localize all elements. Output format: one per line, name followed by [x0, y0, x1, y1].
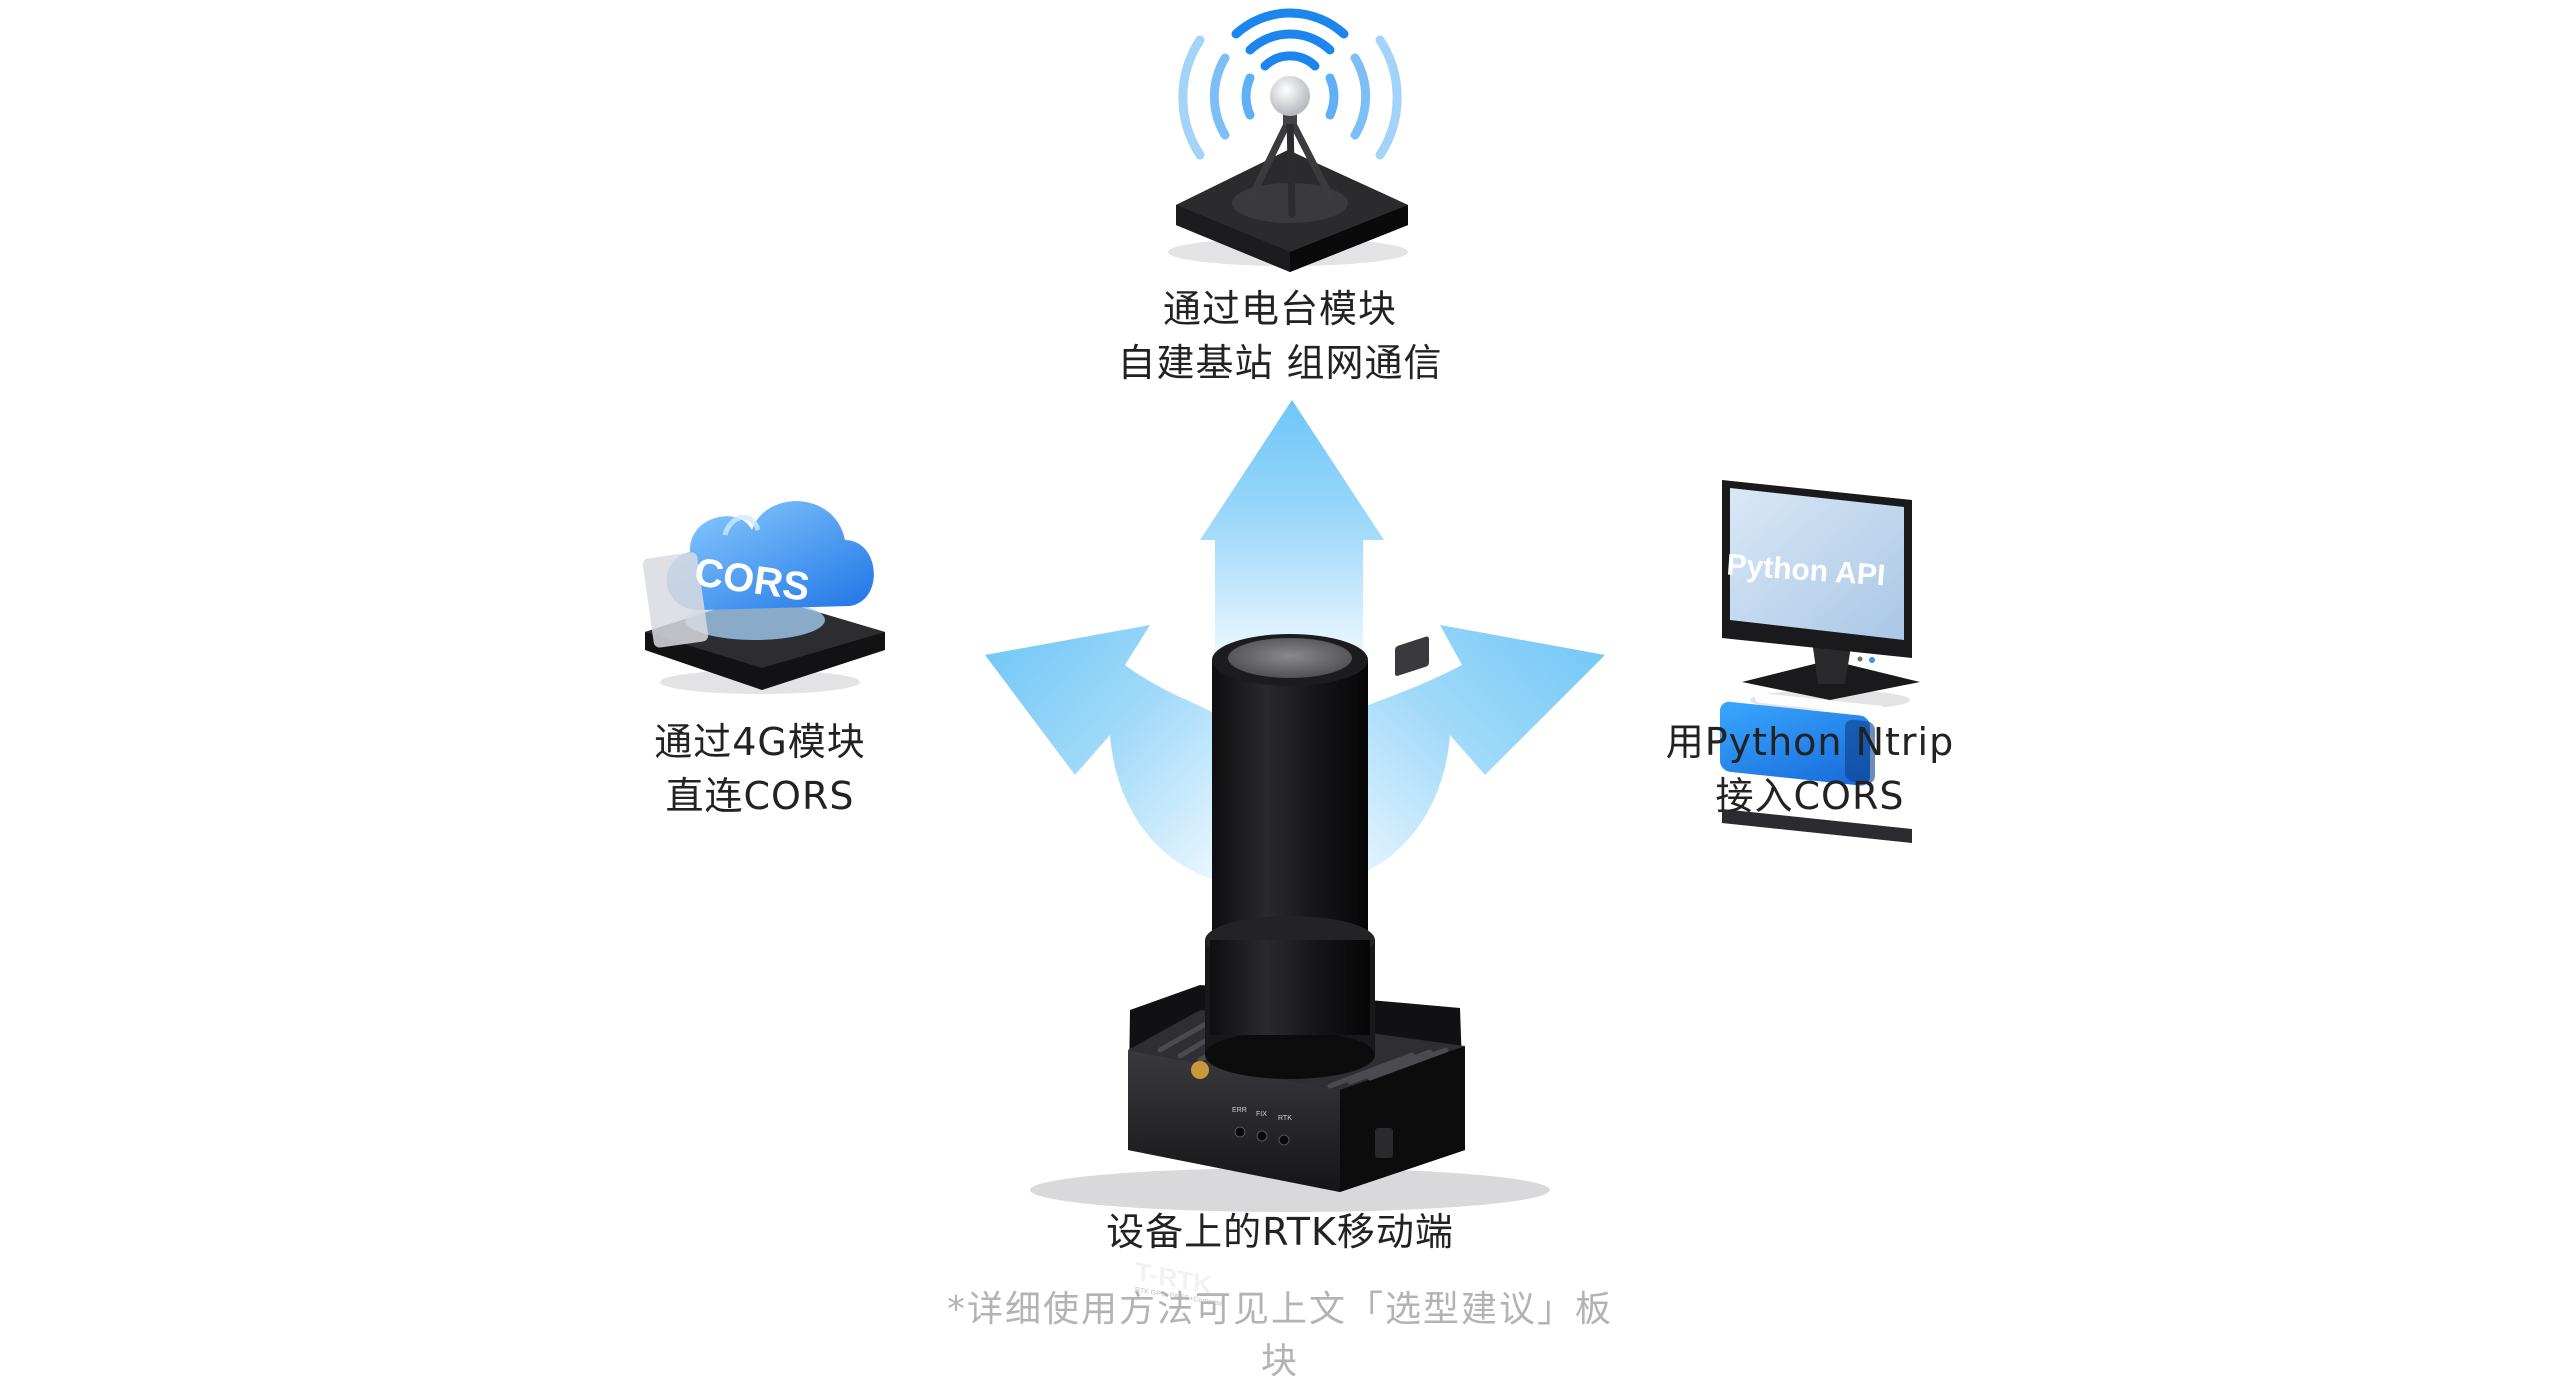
footnote: *详细使用方法可见上文「选型建议」板块 [946, 1289, 1613, 1382]
caption-python-ntrip: 用Python Ntrip 接入CORS [1580, 715, 2040, 823]
caption-line: 设备上的RTK移动端 [1106, 1210, 1454, 1254]
arrow-up [1200, 400, 1384, 660]
caption-line: 接入CORS [1715, 774, 1905, 818]
led-fix-label: FIX [1256, 1111, 1267, 1118]
diagram-scene: CORS Python API T-RTK [642, 8, 1920, 1308]
caption-line: 自建基站 组网通信 [1117, 341, 1443, 385]
caption-radio-module: 通过电台模块 自建基站 组网通信 [1030, 282, 1530, 390]
rtk-device: T-RTK RTK GPS+GNSS+Compass ERR FIX RTK [1030, 634, 1550, 1308]
caption-line: 通过4G模块 [654, 720, 866, 764]
caption-4g-module: 通过4G模块 直连CORS [530, 715, 990, 823]
arrow-right [1335, 625, 1605, 880]
led-rtk-label: RTK [1278, 1115, 1292, 1122]
caption-rtk-rover: 设备上的RTK移动端 [1030, 1205, 1530, 1259]
radio-base-station-icon [1168, 8, 1408, 272]
caption-line: 用Python Ntrip [1665, 720, 1955, 764]
caption-line: 直连CORS [665, 774, 855, 818]
python-api-monitor-icon: Python API [1720, 480, 1920, 843]
led-err-label: ERR [1232, 1107, 1247, 1114]
arrow-left [985, 625, 1225, 880]
caption-line: 通过电台模块 [1162, 287, 1397, 331]
cors-cloud-icon: CORS [642, 501, 885, 694]
